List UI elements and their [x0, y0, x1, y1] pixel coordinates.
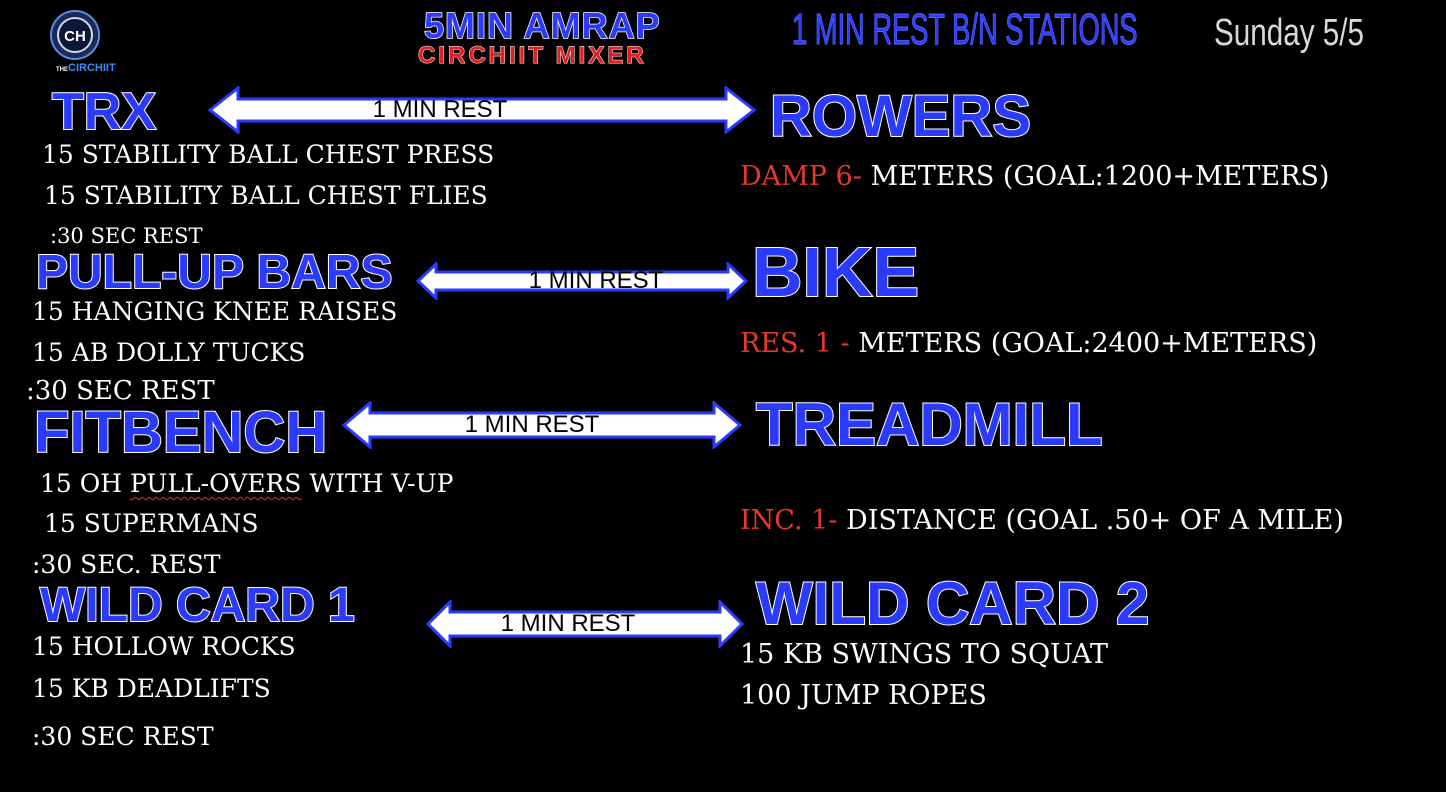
- page-subtitle: CIRCHIIT MIXER: [418, 42, 647, 69]
- goal-text: DISTANCE (GOAL .50+ OF A MILE): [846, 505, 1344, 536]
- goal-text: METERS (GOAL:2400+METERS): [858, 328, 1318, 359]
- exercise-item: 15 STABILITY BALL CHEST FLIES: [44, 181, 488, 210]
- double-arrow-icon: [208, 86, 756, 134]
- rest-arrow: 1 MIN REST: [416, 262, 748, 300]
- goal-text: METERS (GOAL:1200+METERS): [870, 161, 1330, 192]
- double-arrow-icon: [416, 262, 748, 300]
- rest-arrow: 1 MIN REST: [342, 401, 742, 449]
- date-label: Sunday 5/5: [1214, 12, 1364, 54]
- exercise-item: 15 SUPERMANS: [44, 509, 259, 538]
- exercise-item: 15 KB DEADLIFTS: [32, 674, 271, 703]
- exercise-item: 15 KB SWINGS TO SQUAT: [740, 639, 1109, 670]
- station-trx: TRX: [51, 83, 157, 141]
- circhiit-logo: CH THECIRCHIIT: [50, 10, 120, 78]
- rest-arrow-label: 1 MIN REST: [372, 96, 508, 123]
- machine-setting: INC. 1-: [740, 505, 847, 536]
- station-bike: BIKE: [751, 233, 920, 311]
- exercise-text: 15 OH: [40, 469, 131, 498]
- exercise-text: WITH V-UP: [301, 469, 454, 498]
- exercise-item: 15 OH PULL-OVERS WITH V-UP: [40, 471, 453, 496]
- exercise-item: 15 AB DOLLY TUCKS: [32, 338, 306, 367]
- exercise-item: 15 HANGING KNEE RAISES: [32, 297, 398, 326]
- exercise-item: 15 HOLLOW ROCKS: [32, 632, 296, 661]
- logo-prefix: THE: [56, 67, 68, 73]
- rest-note: :30 SEC REST: [32, 722, 214, 751]
- rest-between-stations-note: 1 MIN REST B/N STATIONS: [792, 5, 1138, 54]
- station-setting-line: DAMP 6- METERS (GOAL:1200+METERS): [740, 163, 1329, 190]
- page-title: 5MIN AMRAP: [423, 5, 661, 46]
- station-treadmill: TREADMILL: [755, 391, 1104, 458]
- rest-arrow-label: 1 MIN REST: [464, 411, 600, 438]
- station-fitbench: FITBENCH: [33, 400, 328, 465]
- rest-note: :30 SEC REST: [26, 376, 215, 406]
- exercise-item: 100 JUMP ROPES: [740, 680, 987, 711]
- logo-emblem-icon: CH: [50, 10, 100, 60]
- machine-setting: RES. 1 -: [740, 328, 859, 359]
- double-arrow-icon: [342, 401, 742, 449]
- rest-note: :30 SEC REST: [50, 224, 203, 248]
- logo-text: CIRCHIIT: [68, 62, 116, 74]
- exercise-item: 15 STABILITY BALL CHEST PRESS: [42, 140, 495, 169]
- rest-arrow-label: 1 MIN REST: [528, 267, 664, 294]
- station-wild-card-1: WILD CARD 1: [39, 579, 356, 632]
- logo-badge-text: CH: [64, 28, 86, 45]
- rest-arrow: 1 MIN REST: [426, 600, 744, 648]
- double-arrow-icon: [426, 600, 744, 648]
- rest-arrow-label: 1 MIN REST: [500, 610, 636, 637]
- station-pull-up-bars: PULL-UP BARS: [35, 246, 393, 299]
- rest-note: :30 SEC. REST: [32, 550, 221, 579]
- station-setting-line: INC. 1- DISTANCE (GOAL .50+ OF A MILE): [740, 507, 1344, 534]
- station-rowers: ROWERS: [769, 84, 1032, 149]
- station-wild-card-2: WILD CARD 2: [755, 570, 1150, 637]
- station-setting-line: RES. 1 - METERS (GOAL:2400+METERS): [740, 330, 1317, 357]
- spellcheck-underlined-word: PULL-OVERS: [130, 469, 302, 498]
- machine-setting: DAMP 6-: [740, 161, 871, 192]
- rest-arrow: 1 MIN REST: [208, 86, 756, 134]
- logo-wordmark: THECIRCHIIT: [56, 62, 116, 74]
